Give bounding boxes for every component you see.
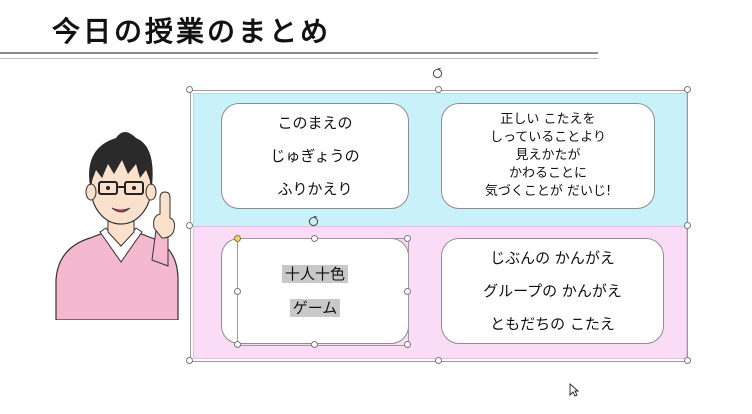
title-underline — [0, 52, 598, 59]
resize-handle[interactable] — [186, 357, 193, 364]
rotate-handle-icon[interactable] — [308, 216, 319, 227]
card-ideas-line: ともだちの こたえ — [490, 315, 615, 333]
resize-handle[interactable] — [404, 288, 411, 295]
resize-handle[interactable] — [435, 357, 442, 364]
card-noticing-line: 正しい こたえを — [500, 112, 596, 127]
resize-handle[interactable] — [234, 341, 241, 348]
card-noticing-line: かわることに — [508, 166, 587, 181]
resize-handle[interactable] — [311, 341, 318, 348]
card-ideas-line: じぶんの かんがえ — [490, 249, 615, 267]
card-activity-line: 十人十色 — [281, 265, 348, 283]
card-review[interactable]: このまえの じゅぎょうの ふりかえり — [221, 103, 409, 209]
card-ideas-line: グループの かんがえ — [483, 282, 622, 300]
card-noticing-line: 気づくことが だいじ! — [484, 184, 612, 199]
resize-handle[interactable] — [311, 235, 318, 242]
adjust-handle[interactable] — [234, 235, 241, 242]
card-review-line: このまえの — [277, 114, 353, 132]
card-noticing-line: しっていることより — [489, 130, 607, 145]
resize-handle[interactable] — [234, 288, 241, 295]
resize-handle[interactable] — [684, 222, 691, 229]
resize-handle[interactable] — [404, 341, 411, 348]
card-review-line: じゅぎょうの — [270, 147, 360, 165]
resize-handle[interactable] — [186, 86, 193, 93]
card-noticing-line: 見えかたが — [515, 148, 581, 163]
card-review-line: ふりかえり — [277, 180, 353, 198]
mouse-cursor-icon — [569, 383, 579, 397]
slide-title: 今日の授業のまとめ — [52, 15, 332, 48]
card-activity-line: ゲーム — [289, 299, 341, 317]
rotate-handle-icon[interactable] — [432, 68, 443, 79]
card-noticing[interactable]: 正しい こたえを しっていることより 見えかたが かわることに 気づくことが だ… — [441, 103, 655, 209]
resize-handle[interactable] — [186, 222, 193, 229]
card-ideas[interactable]: じぶんの かんがえ グループの かんがえ ともだちの こたえ — [441, 238, 664, 344]
resize-handle[interactable] — [684, 86, 691, 93]
teacher-illustration — [55, 132, 179, 320]
resize-handle[interactable] — [684, 357, 691, 364]
resize-handle[interactable] — [435, 86, 442, 93]
card-activity[interactable]: 十人十色 ゲーム — [221, 238, 409, 344]
resize-handle[interactable] — [404, 235, 411, 242]
